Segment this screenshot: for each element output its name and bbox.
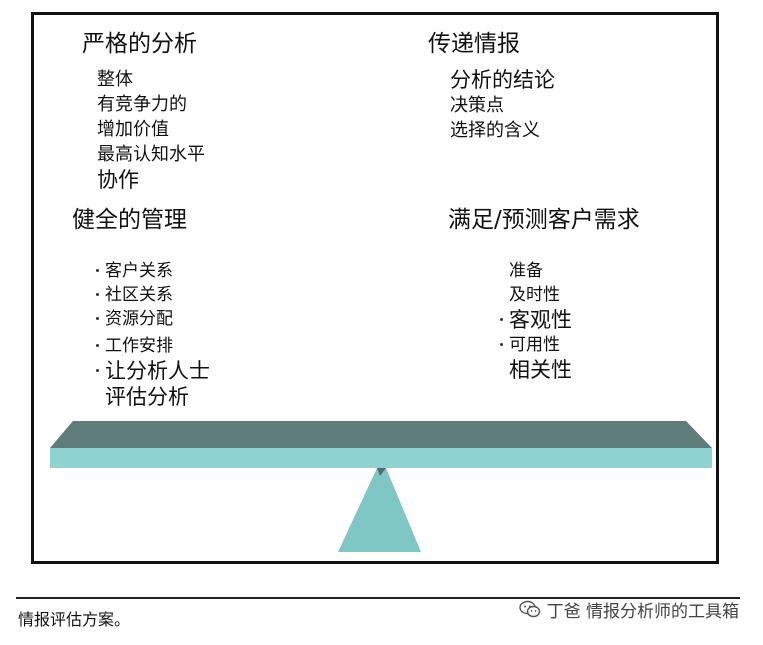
figure-caption: 情报评估方案。: [18, 610, 130, 630]
footer-divider: [16, 597, 740, 599]
watermark: 丁爸 情报分析师的工具箱: [519, 600, 739, 624]
watermark-text: 丁爸 情报分析师的工具箱: [547, 601, 739, 623]
balance-beam-top: [50, 421, 712, 448]
balance-beam-front: [50, 448, 712, 468]
wechat-icon: [519, 600, 541, 624]
fulcrum: [338, 468, 421, 552]
